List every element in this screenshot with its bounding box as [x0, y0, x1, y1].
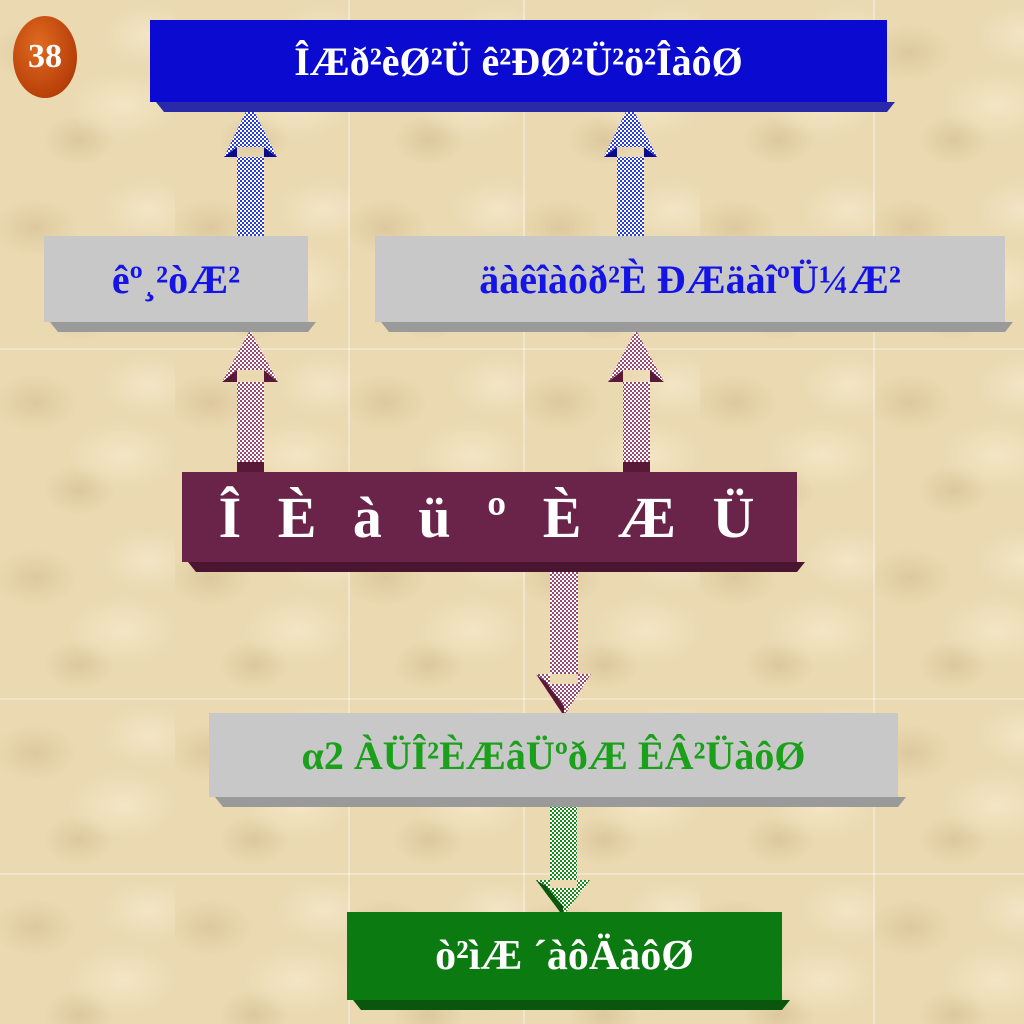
title-box: ÎÆð²èØ²Ü ê²ÐØ²Ü²ö²ÎàôØ — [150, 20, 887, 102]
up-arrow-right-blue — [604, 103, 657, 251]
up-arrow-right-pink — [608, 330, 664, 476]
up-arrow-left-blue — [224, 103, 277, 251]
green-label-box: α2 ÀÜÎ²ÈÆâÜºðÆ ÊÂ²ÜàôØ — [209, 713, 898, 797]
left-gray-box: êº¸²òÆ² — [44, 236, 308, 322]
bottom-box: ò²ìÆ ´àôÄàôØ — [347, 912, 782, 1000]
right-gray-box: äàêîàôð²È ÐÆäàîºÜ¼Æ² — [375, 236, 1005, 322]
grid-line — [0, 698, 1024, 700]
grid-line — [873, 0, 875, 1024]
up-arrow-left-pink — [222, 330, 278, 476]
down-arrow-green — [536, 800, 590, 916]
grid-line — [0, 873, 1024, 875]
down-arrow-pink — [536, 570, 591, 716]
grid-line — [0, 348, 1024, 350]
center-box: Î È à ü º È Æ Ü — [182, 472, 797, 562]
slide-number-badge: 38 — [13, 16, 77, 98]
